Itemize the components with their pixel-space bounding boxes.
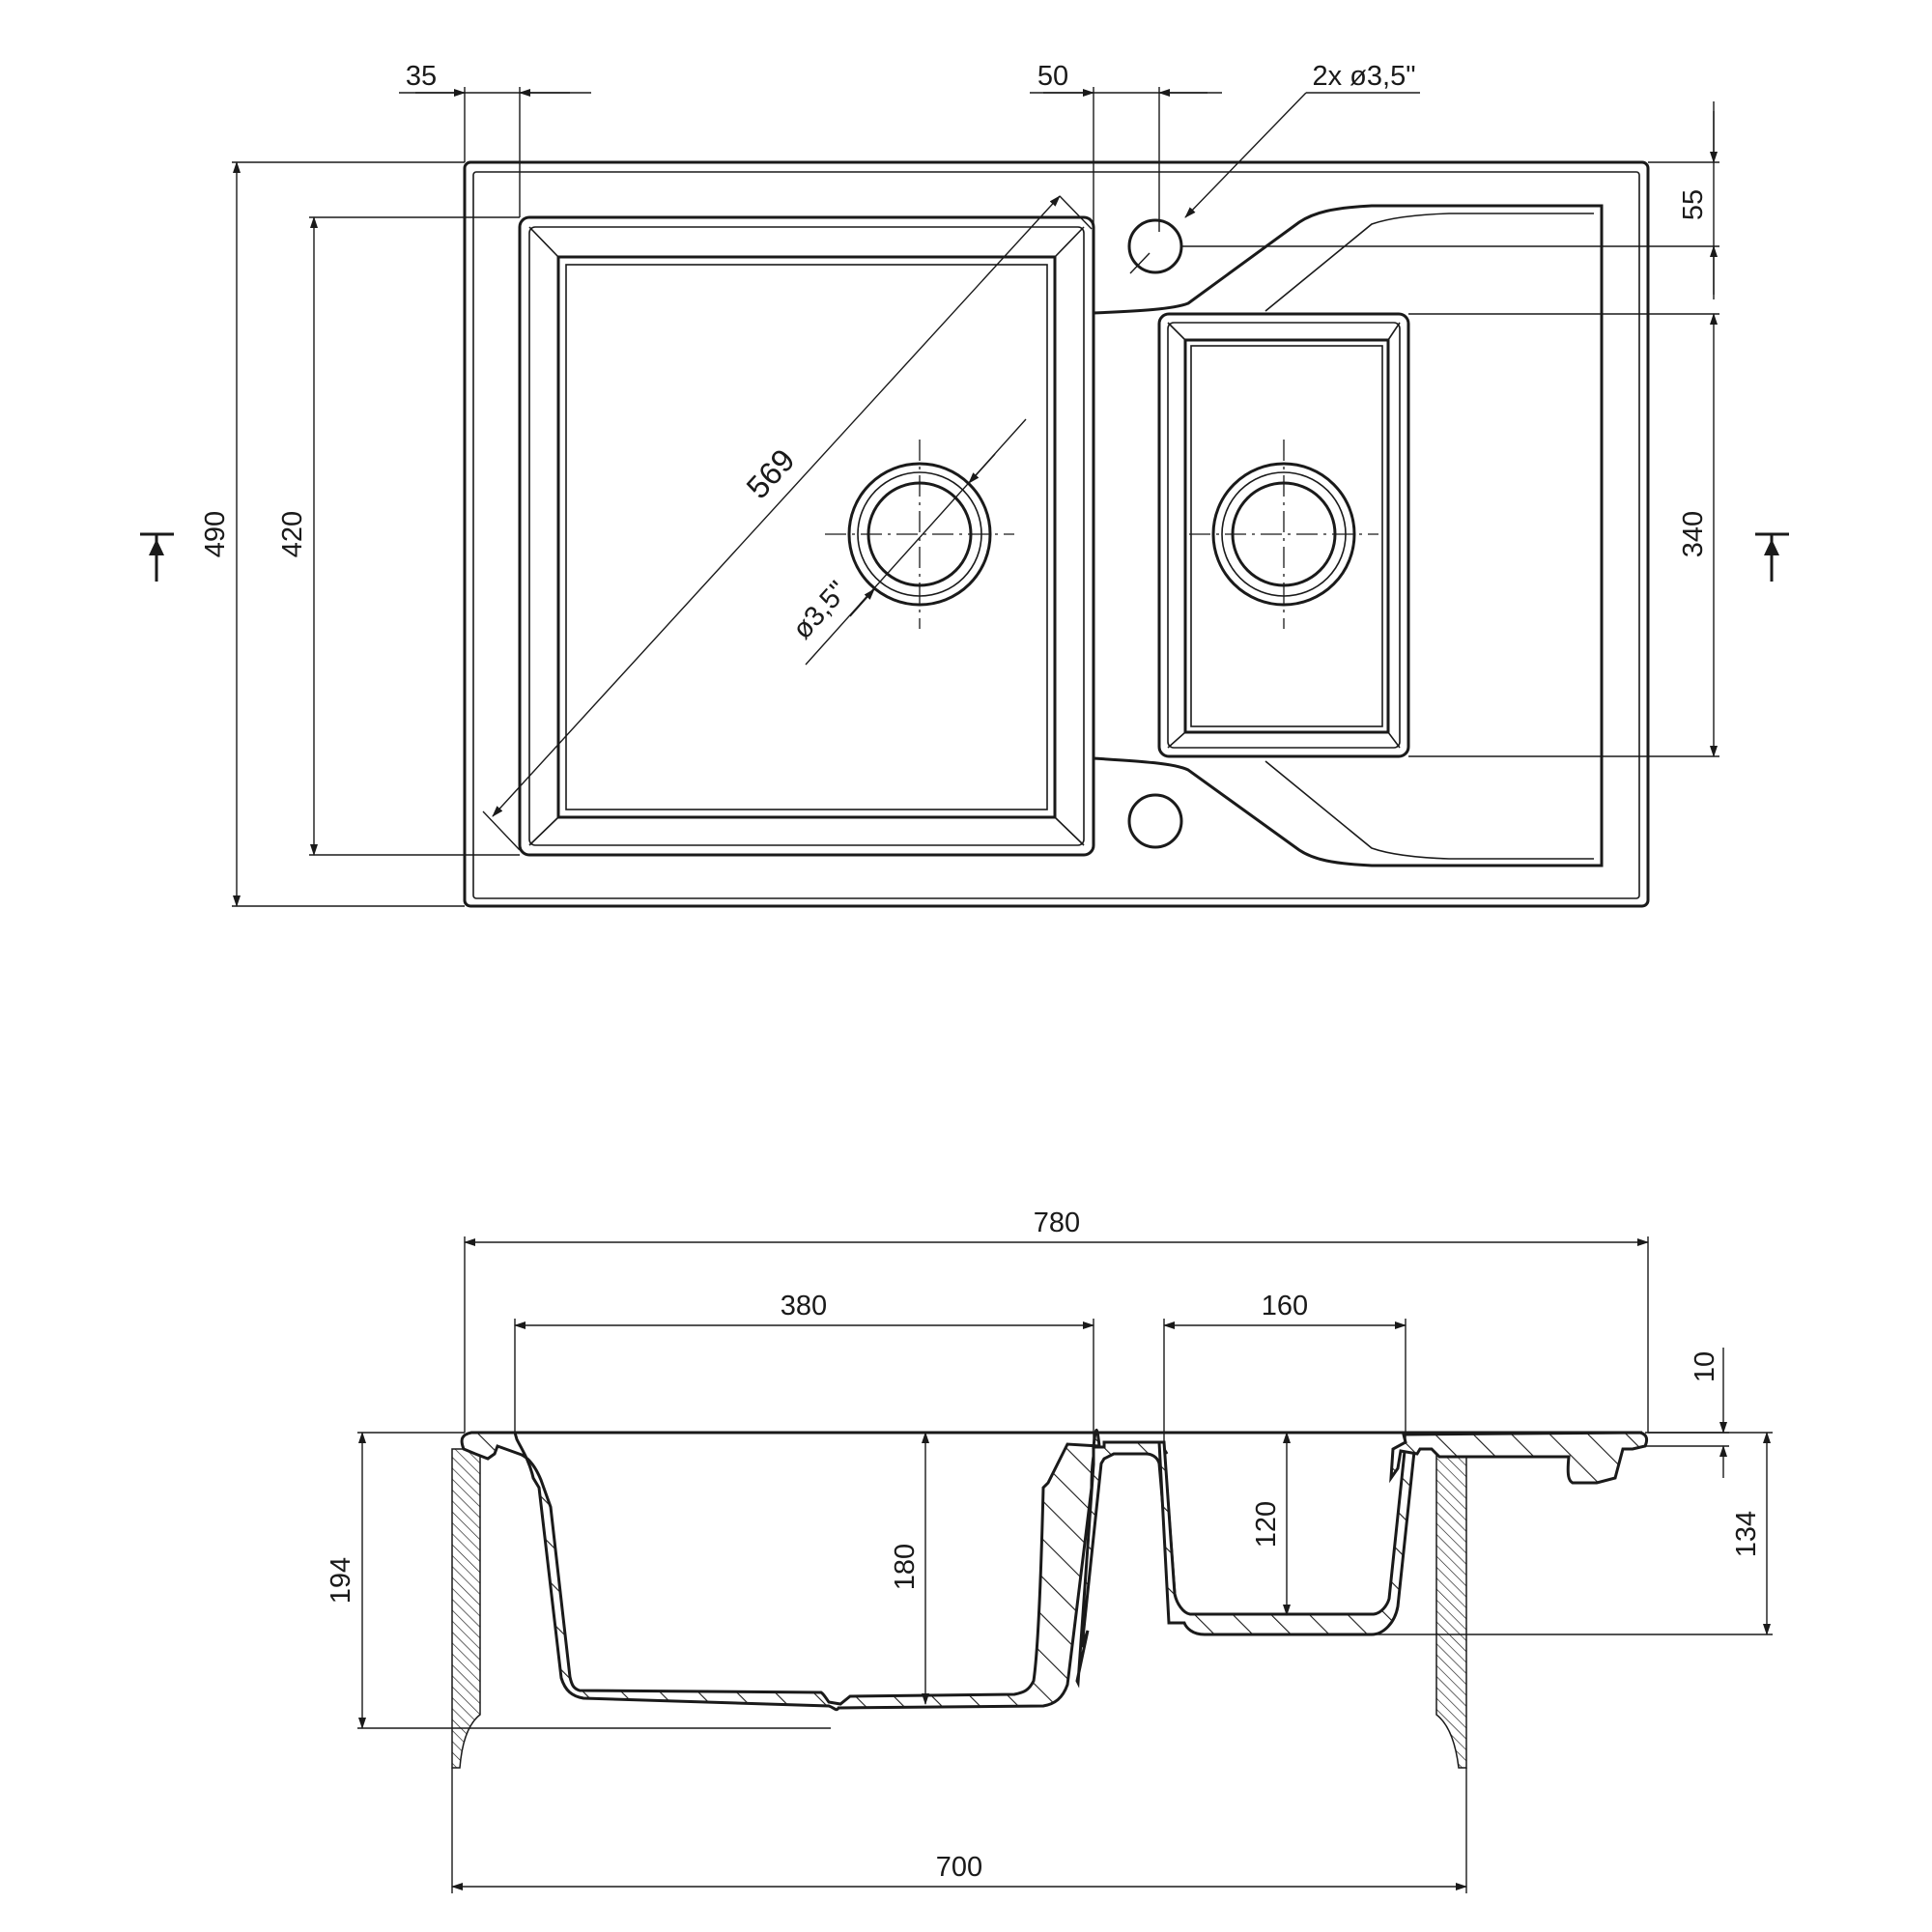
tap-hole-top-icon <box>1127 218 1183 274</box>
drainer-outline <box>1093 204 1604 867</box>
dim-large-bowl-height-label: 180 <box>890 1544 921 1590</box>
large-bowl-section <box>460 1429 1101 1712</box>
dim-large-bowl-width: 380 <box>514 1291 1094 1444</box>
large-bowl <box>518 215 1095 857</box>
dim-overall-height-label: 194 <box>326 1557 356 1604</box>
section-marker-left-icon <box>140 532 174 582</box>
sink-outline <box>463 160 1650 908</box>
dim-small-bowl-width: 160 <box>1163 1291 1406 1442</box>
dim-divider-width: 50 <box>1030 61 1222 304</box>
divider-section <box>1075 1440 1211 1689</box>
dim-rim-thickness: 10 <box>1645 1348 1729 1478</box>
dim-overall-depth-label: 490 <box>200 511 231 557</box>
drainer-section <box>1389 1431 1649 1485</box>
dim-left-margin-label: 35 <box>406 61 437 92</box>
dim-large-bowl-diagonal: 569 <box>482 195 1093 851</box>
dim-overall-width: 780 <box>464 1208 1649 1433</box>
leader-drain-label: ø3,5" <box>787 576 855 645</box>
section-view: 780 380 160 10 194 <box>326 1208 1773 1893</box>
dim-divider-width-label: 50 <box>1037 61 1068 92</box>
dim-large-bowl-height: 180 <box>890 1432 929 1705</box>
dim-small-bowl-height-label: 120 <box>1251 1501 1282 1548</box>
dim-large-bowl-width-label: 380 <box>781 1291 827 1321</box>
cabinet-wall-left <box>451 1448 481 1769</box>
dim-right-margin: 55 <box>1182 101 1719 299</box>
dim-cabinet-width-label: 700 <box>936 1852 982 1883</box>
sink-inner-rim <box>472 171 1640 899</box>
dim-small-bowl-depth: 340 <box>1408 313 1719 757</box>
dim-rim-thickness-label: 10 <box>1690 1351 1720 1382</box>
dim-small-bowl-height: 120 <box>1251 1432 1291 1616</box>
cabinet-wall-right <box>1435 1448 1467 1769</box>
dim-right-margin-label: 55 <box>1678 189 1709 220</box>
dim-small-section-height: 134 <box>1372 1432 1773 1635</box>
dim-large-bowl-depth-label: 420 <box>277 511 308 557</box>
dim-large-bowl-diagonal-label: 569 <box>739 441 801 505</box>
section-marker-right-icon <box>1755 532 1789 582</box>
dim-overall-depth: 490 <box>200 161 465 907</box>
small-drain-icon <box>1189 440 1378 629</box>
dim-large-bowl-depth: 420 <box>277 216 520 856</box>
small-bowl <box>1157 312 1410 758</box>
top-view: 35 50 2x ø3,5" 55 <box>140 61 1789 908</box>
dim-overall-width-label: 780 <box>1034 1208 1080 1238</box>
dim-small-bowl-width-label: 160 <box>1262 1291 1308 1321</box>
dim-small-bowl-depth-label: 340 <box>1678 511 1709 557</box>
tap-hole-bottom-icon <box>1127 793 1183 849</box>
dim-small-section-height-label: 134 <box>1731 1511 1762 1557</box>
leader-tap-holes-label: 2x ø3,5" <box>1312 61 1415 92</box>
dim-cabinet-width: 700 <box>451 1768 1467 1893</box>
dim-overall-height: 194 <box>326 1432 831 1729</box>
dim-left-margin: 35 <box>399 61 591 217</box>
leader-tap-holes: 2x ø3,5" <box>1129 61 1420 274</box>
large-drain-icon <box>825 440 1014 629</box>
